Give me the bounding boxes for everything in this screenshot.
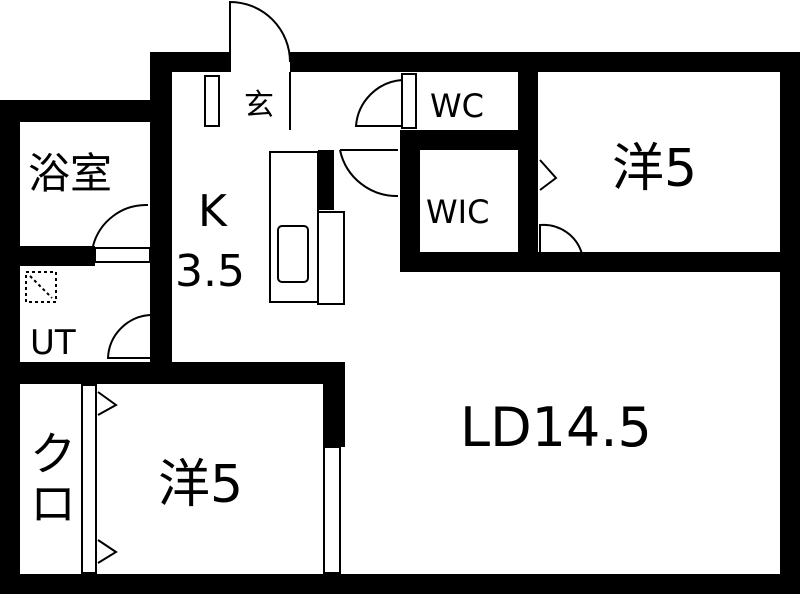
window-south	[154, 575, 271, 589]
entrance-door-swing	[229, 0, 291, 72]
label-utility: UT	[30, 323, 76, 363]
room-labels: 浴室 K 3.5 玄 WC WIC 洋5 UT ク ロ 洋5 LD14.5	[28, 87, 697, 531]
label-closet-line1: ク	[30, 427, 76, 481]
kitchen-cabinet-low	[317, 211, 345, 305]
closet-mark-bottom	[97, 539, 118, 564]
label-closet-line2: ロ	[30, 477, 76, 531]
kitchen-sink	[277, 225, 309, 283]
wall-bath-kitchen	[150, 120, 172, 370]
bath-door-swing	[92, 203, 149, 247]
label-bath: 浴室	[28, 149, 112, 198]
walls	[0, 52, 800, 594]
wall-bottom	[0, 574, 800, 594]
wall-wic-left	[400, 130, 420, 270]
washer-symbol	[25, 271, 57, 303]
wall-right	[780, 52, 800, 594]
window-ne	[781, 119, 799, 251]
wall-bedroom-top	[0, 362, 345, 384]
wic-door-frame	[519, 157, 535, 215]
wall-bath-top	[0, 100, 170, 122]
label-kitchen-size: 3.5	[175, 246, 245, 297]
wall-top-right	[290, 52, 800, 72]
label-wic: WIC	[426, 193, 489, 231]
wall-entrance-left	[150, 52, 172, 132]
ne-door-frame	[539, 254, 586, 268]
label-wc: WC	[430, 87, 484, 125]
wall-bedroom-right	[323, 362, 345, 447]
wall-left	[0, 100, 20, 594]
window-ld	[781, 339, 799, 471]
closet-door	[81, 384, 97, 574]
wic-door-mark	[539, 159, 558, 191]
shoe-cabinet	[204, 75, 220, 127]
kitchen-door-swing	[339, 149, 399, 198]
wall-kitchen-cabinet	[318, 150, 334, 210]
wall-bath-ut	[0, 246, 95, 266]
details	[25, 0, 799, 589]
bath-door-frame	[94, 247, 151, 263]
label-bedroom-sw: 洋5	[158, 455, 243, 515]
wall-wc-wic	[400, 130, 535, 150]
label-kitchen-name: K	[198, 186, 228, 237]
wc-door-frame	[401, 73, 417, 129]
wc-door-swing	[354, 78, 403, 127]
label-living-dining: LD14.5	[460, 396, 652, 459]
washer-diag	[29, 275, 53, 299]
window-sw-east	[323, 446, 341, 574]
wall-wic-right	[518, 52, 538, 270]
label-bedroom-ne: 洋5	[612, 139, 697, 199]
ut-door-frame	[151, 311, 167, 361]
wall-ne-bottom	[400, 252, 800, 272]
ut-door-swing	[106, 314, 151, 359]
closet-mark-top	[97, 391, 118, 416]
label-entrance: 玄	[244, 88, 274, 123]
ne-door-swing	[539, 223, 584, 255]
